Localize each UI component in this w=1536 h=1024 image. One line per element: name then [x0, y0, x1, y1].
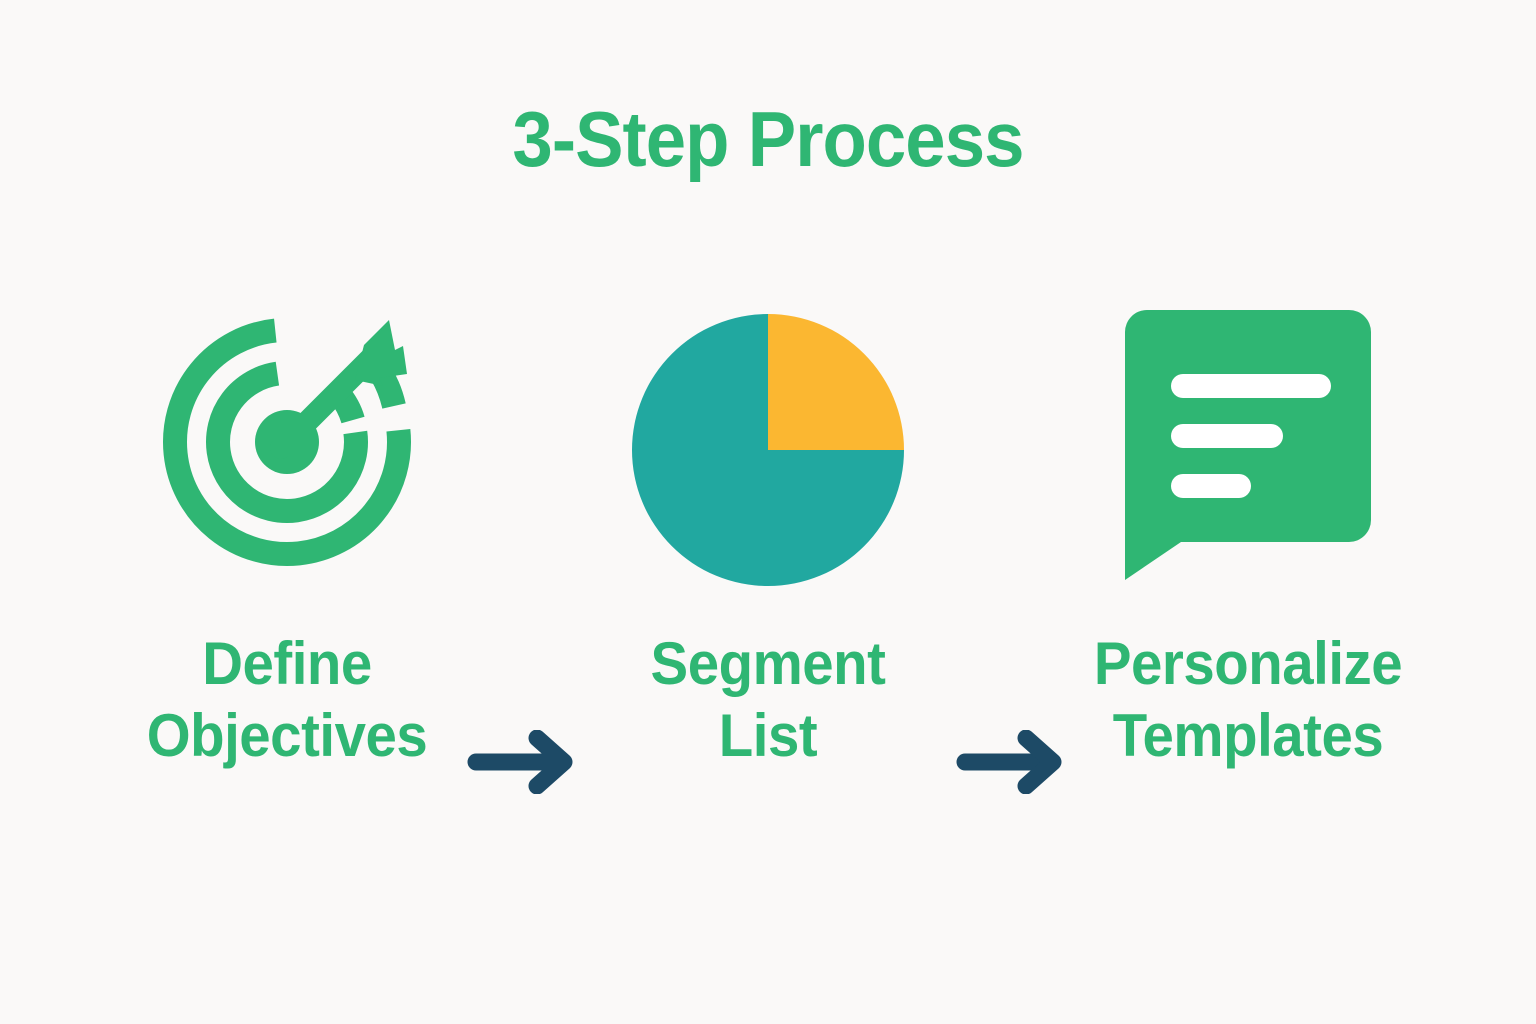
bubble-line-3: [1171, 474, 1251, 498]
bubble-line-2: [1171, 424, 1283, 448]
step-define-objectives[interactable]: Define Objectives: [72, 300, 502, 820]
step-3-label: Personalize Templates: [1046, 628, 1450, 772]
step-2-label-line-1: Segment: [650, 630, 886, 697]
arrow-right-icon: [956, 729, 1062, 795]
step-1-icon-container: [72, 300, 502, 600]
step-3-icon-container: [1033, 300, 1463, 600]
step-1-label-line-2: Objectives: [146, 702, 428, 769]
arrow-right-icon: [467, 729, 573, 795]
step-2-icon-container: [553, 300, 983, 600]
step-2-label-line-2: List: [718, 702, 818, 769]
step-1-label-line-1: Define: [202, 630, 372, 697]
step-personalize-templates[interactable]: Personalize Templates: [1033, 300, 1463, 820]
connector-arrow-1: [466, 729, 582, 795]
step-3-label-line-1: Personalize: [1093, 630, 1403, 697]
step-1-label: Define Objectives: [85, 628, 489, 772]
target-arrow-icon: [163, 318, 411, 566]
pie-chart-svg: [632, 314, 904, 586]
steps-row: Define Objectives: [0, 300, 1536, 820]
connector-arrow-2: [955, 729, 1071, 795]
speech-bubble-icon: [1125, 310, 1371, 580]
step-2-label: Segment List: [566, 628, 970, 772]
step-segment-list[interactable]: Segment List: [553, 300, 983, 820]
bubble-line-1: [1171, 374, 1331, 398]
step-3-label-line-2: Templates: [1112, 702, 1384, 769]
page-title: 3-Step Process: [512, 95, 1024, 183]
pie-chart-icon: [632, 314, 904, 586]
pie-slice-amber: [768, 314, 904, 450]
